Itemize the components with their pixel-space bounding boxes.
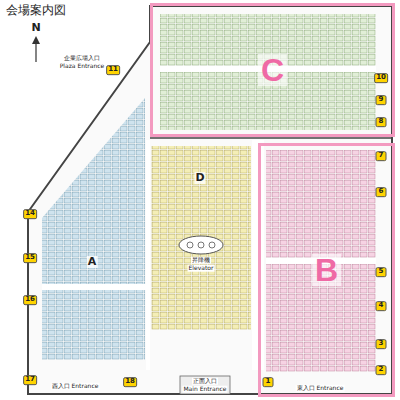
map-shape [198,242,204,248]
entrance-number: 18 [123,377,137,387]
entrance-number: 3 [376,339,387,349]
entrance-name: 西入口 Entrance [51,383,100,390]
map-shape [160,14,376,130]
zone-letter: C [258,54,287,86]
entrance-number: 14 [23,209,37,219]
zone-box: C [150,3,395,137]
entrance-number: 6 [376,187,387,197]
entrance-number: 11 [106,65,120,75]
zone-box: B [258,143,395,397]
entrance-name: 企業広場入口 [63,55,101,62]
entrance-number: 7 [376,151,387,161]
entrance-number: 1 [263,377,274,387]
facility-name: Elevator [188,265,215,272]
map-shape [187,242,193,248]
zone-letter: A [87,256,98,268]
map-shape [266,150,376,372]
entrance-name: 東入口 Entrance [296,385,345,392]
entrance-number: 8 [376,117,387,127]
entrance-number: 17 [23,375,37,385]
map-shape [179,236,223,254]
entrance-number: 2 [376,365,387,375]
entrance-name: 正面入口 [192,378,218,385]
map-shape [209,242,215,248]
map-shape [32,36,40,44]
map-shape [146,140,150,370]
map-shape [180,376,230,394]
map-shape [42,98,145,360]
zone-letter: D [194,172,205,184]
compass-north: N [30,22,41,34]
entrance-number: 5 [376,267,387,277]
map-title: 会場案内図 [6,4,66,17]
map-shape [150,137,392,139]
map-shape [151,146,251,330]
map-shape [28,6,392,394]
entrance-number: 16 [23,295,37,305]
entrance-number: 15 [23,253,37,263]
entrance-number: 4 [376,301,387,311]
entrance-name: Plaza Entrance [59,63,106,70]
zone-letter: B [312,254,341,286]
facility-name: 昇降機 [191,257,211,264]
entrance-number: 9 [376,95,387,105]
entrance-number: 10 [374,73,388,83]
entrance-name: Main Entrance [182,386,227,393]
map-shape [42,284,146,290]
